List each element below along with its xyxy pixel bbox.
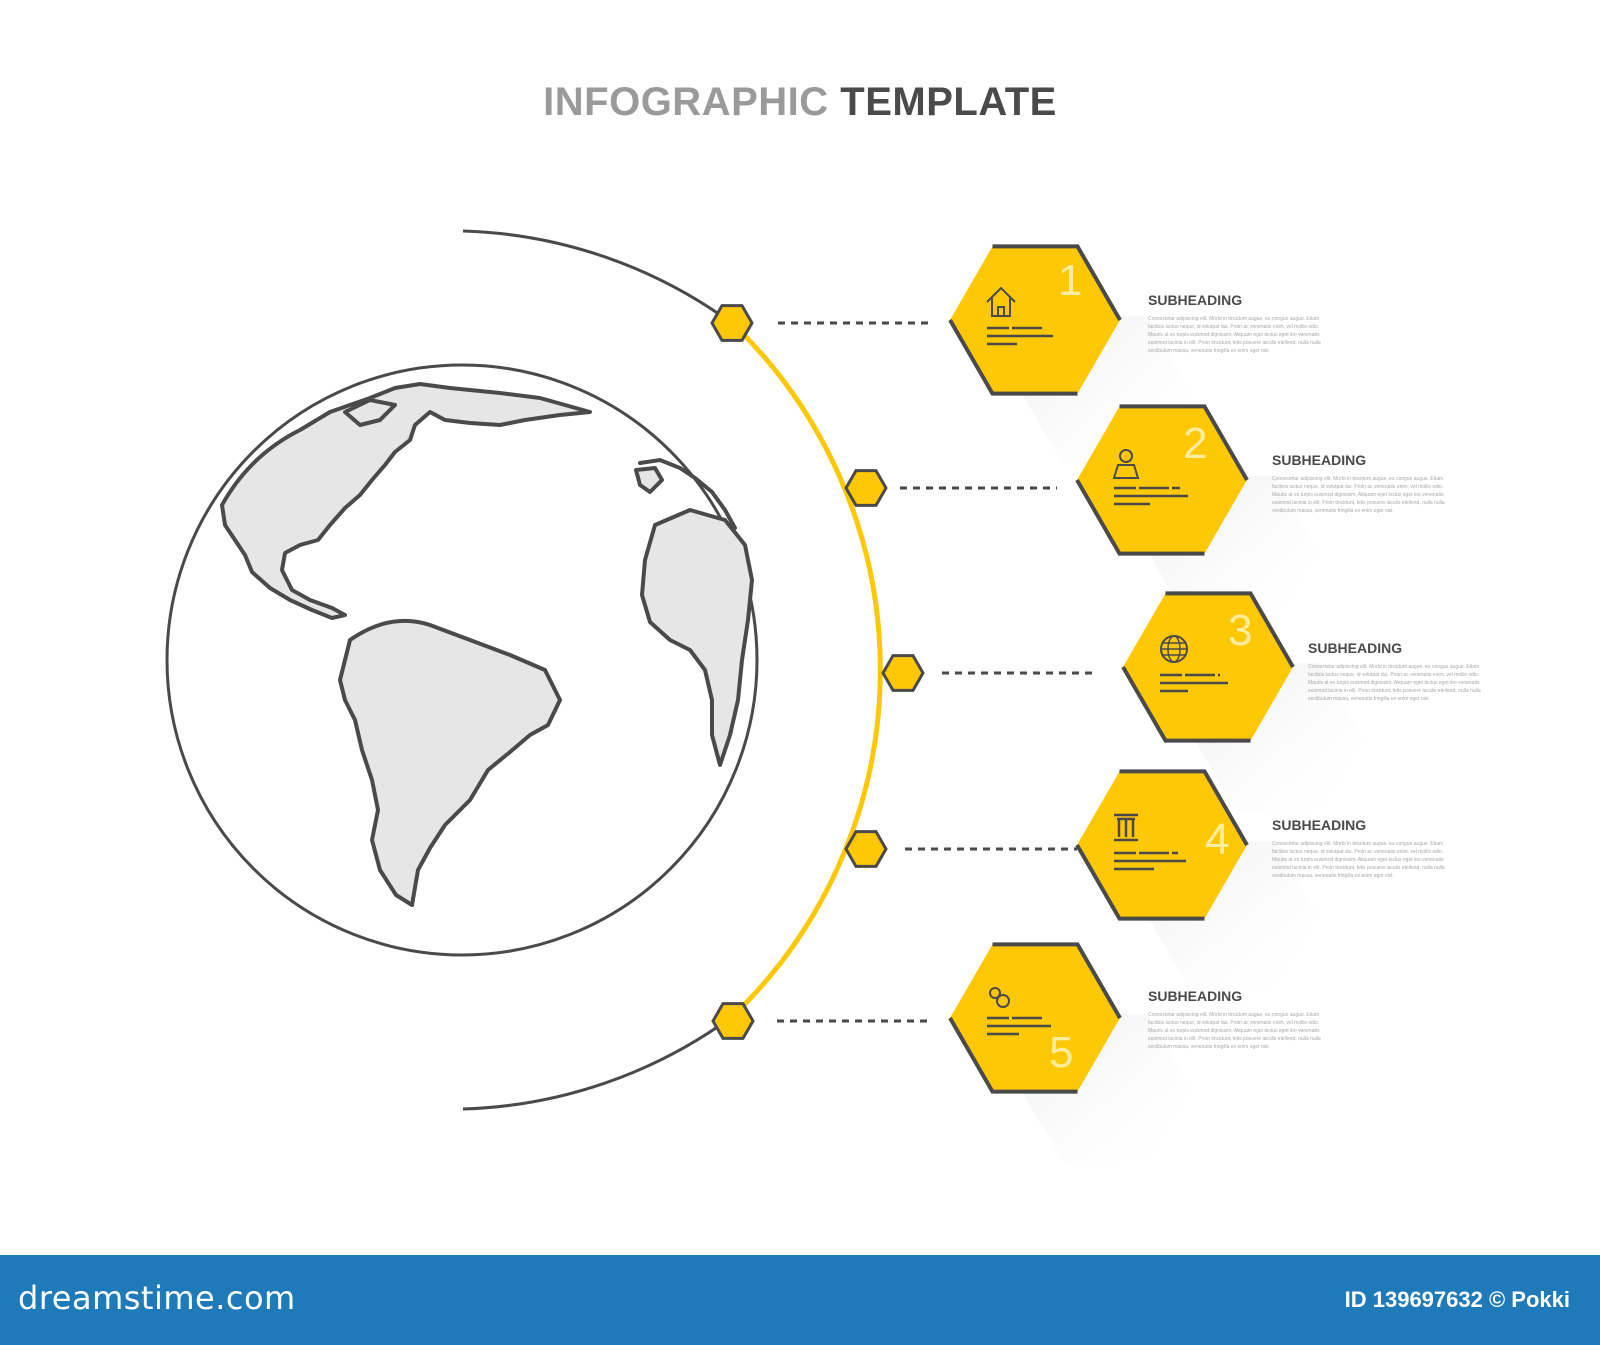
step-3-number: 3: [1228, 606, 1253, 655]
step-5-number: 5: [1049, 1028, 1074, 1077]
step-2-body: Consectetur adipiscing elit. Morbi in ti…: [1272, 476, 1445, 514]
step-2-hexagon: [1077, 406, 1247, 554]
step-2-border-bottom: [1075, 479, 1205, 556]
step-1-hexagon: [950, 246, 1120, 394]
step-3-hexagon: [1123, 593, 1293, 741]
step-3-body: Consectetur adipiscing elit. Morbi in ti…: [1308, 664, 1481, 702]
home-icon: [986, 286, 1016, 317]
step-2-text: SUBHEADING Consectetur adipiscing elit. …: [1272, 452, 1452, 515]
arc-yellow: [731, 322, 883, 1018]
step-1-border-bottom: [948, 318, 1078, 396]
node-4: [844, 830, 888, 868]
continent-greenland: [343, 398, 397, 427]
continent-africa: [640, 508, 754, 767]
step-5-border-bottom: [948, 1017, 1078, 1094]
step-1-text: SUBHEADING Consectetur adipiscing elit. …: [1148, 292, 1328, 355]
footer-credit: ID 139697632 © Pokki: [1344, 1287, 1570, 1312]
step-5-body: Consectetur adipiscing elit. Morbi in ti…: [1148, 1012, 1321, 1050]
step-2-border-top: [1119, 404, 1249, 482]
node-3: [881, 654, 925, 692]
page-title: INFOGRAPHIC TEMPLATE: [0, 80, 1600, 125]
step-3-text: SUBHEADING Consectetur adipiscing elit. …: [1308, 640, 1488, 703]
globe: [165, 363, 759, 957]
gears-icon: [989, 987, 1010, 1008]
step-hexagons: [948, 244, 1363, 1162]
step-1-body: Consectetur adipiscing elit. Morbi in ti…: [1148, 316, 1321, 354]
step-4-heading: SUBHEADING: [1272, 817, 1367, 833]
globe-icon: [1160, 635, 1188, 663]
arc-bottom-grey: [462, 1014, 734, 1111]
step-1-heading: SUBHEADING: [1148, 292, 1243, 308]
footer-brand[interactable]: dreamstime.com: [18, 1279, 296, 1317]
step-5-text: SUBHEADING Consectetur adipiscing elit. …: [1148, 988, 1328, 1051]
step-4-number: 4: [1205, 815, 1230, 864]
step-4-border-top: [1119, 769, 1249, 846]
step-4-text: SUBHEADING Consectetur adipiscing elit. …: [1272, 817, 1452, 880]
arc-top-grey: [462, 229, 734, 326]
step-1-number: 1: [1058, 256, 1083, 305]
infographic-canvas: [165, 229, 1363, 1162]
step-2-heading: SUBHEADING: [1272, 452, 1367, 468]
user-icon: [1112, 449, 1140, 479]
node-2: [844, 469, 888, 507]
step-5-border-top: [992, 942, 1122, 1019]
step-3-border-top: [1165, 591, 1295, 668]
continent-europe: [638, 457, 737, 530]
column-icon: [1114, 813, 1138, 842]
continent-north-america: [220, 382, 592, 620]
step-3-border-bottom: [1121, 666, 1251, 743]
step-3-heading: SUBHEADING: [1308, 640, 1403, 656]
continent-europe-coast: [634, 466, 664, 494]
title-part-1: INFOGRAPHIC: [543, 80, 829, 124]
title-part-2: TEMPLATE: [840, 80, 1057, 124]
step-4-body: Consectetur adipiscing elit. Morbi in ti…: [1272, 841, 1445, 879]
step-5-heading: SUBHEADING: [1148, 988, 1243, 1004]
node-5: [711, 1002, 755, 1040]
step-4-border-bottom: [1075, 844, 1205, 921]
step-4-hexagon: [1077, 771, 1247, 919]
connector-nodes: [710, 304, 925, 1040]
node-1: [710, 304, 754, 342]
footer-bar: dreamstime.com ID 139697632 © Pokki: [0, 1255, 1600, 1345]
dashed-links: [777, 321, 1097, 1023]
step-1-border-top: [992, 244, 1122, 322]
step-2-number: 2: [1183, 419, 1208, 468]
continent-south-america: [338, 618, 562, 907]
